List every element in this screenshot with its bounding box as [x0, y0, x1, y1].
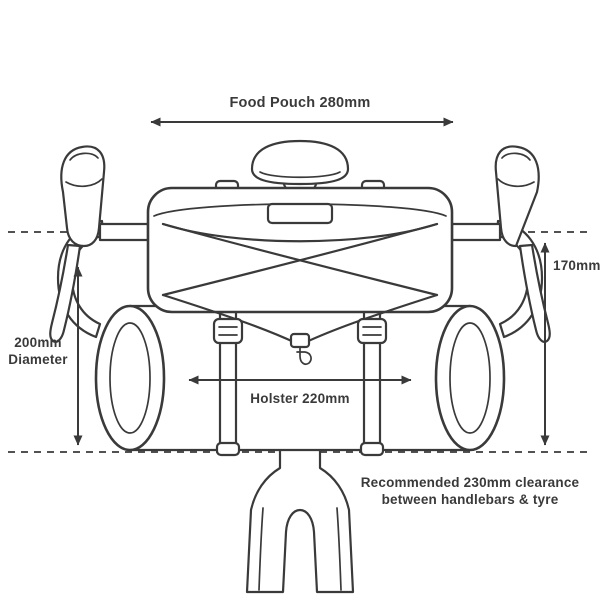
brake-levers: [49, 145, 551, 343]
strap-right: [356, 310, 388, 457]
hood-head-line-right: [501, 152, 531, 161]
center-clip: [289, 332, 312, 365]
fork-assembly: [245, 428, 355, 594]
fork-leg-inner-right: [336, 507, 342, 591]
roll-end-inner-right: [449, 322, 491, 434]
brake-lever-blade-left: [49, 243, 82, 343]
fork-outline: [245, 428, 355, 594]
bungee-v-right: [302, 293, 439, 345]
hood-head-line-left: [69, 152, 99, 161]
dimension-arrows: [73, 117, 550, 446]
saddle-top: [250, 139, 350, 186]
diameter-label-line1: 200mm: [14, 335, 62, 350]
dimension-labels: Food Pouch 280mm Holster 220mm 200mm Dia…: [8, 95, 600, 507]
clearance-label-line2: between handlebars & tyre: [382, 492, 559, 507]
roll-end-cap-right: [434, 304, 506, 452]
brake-hood-right: [494, 145, 540, 248]
clip-buckle: [289, 332, 311, 349]
roll-end-inner-left: [109, 322, 151, 434]
bag-brand-patch: [266, 202, 334, 225]
height-label: 170mm: [553, 258, 600, 273]
hood-band-line-right: [497, 178, 535, 188]
hood-band-line-left: [65, 178, 103, 188]
bar-tube-right: [450, 222, 502, 242]
roll-body-fill: [130, 306, 470, 450]
clearance-label-line1: Recommended 230mm clearance: [361, 475, 580, 490]
food-pouch-label: Food Pouch 280mm: [230, 95, 371, 111]
food-pouch-bag: [146, 179, 454, 345]
diameter-label-line2: Diameter: [8, 352, 68, 367]
strap-left: [212, 310, 244, 457]
ladder-buckle: [356, 317, 388, 345]
saddle-inner-line: [259, 171, 341, 179]
holster-roll: [94, 304, 506, 452]
brake-hood-left: [60, 145, 106, 248]
bungee-v-left: [161, 293, 298, 345]
roll-end-cap-left: [94, 304, 166, 452]
hanging-hook: [296, 346, 312, 365]
bungee-top-sag: [161, 222, 439, 243]
bag-body: [146, 186, 454, 314]
holster-label: Holster 220mm: [250, 391, 349, 406]
strap-keeper: [215, 441, 241, 457]
saddle-assembly: [250, 139, 350, 196]
strap-keeper: [359, 441, 385, 457]
bar-tube-left: [98, 222, 150, 242]
ladder-buckle: [212, 317, 244, 345]
fork-leg-inner-left: [258, 507, 264, 591]
